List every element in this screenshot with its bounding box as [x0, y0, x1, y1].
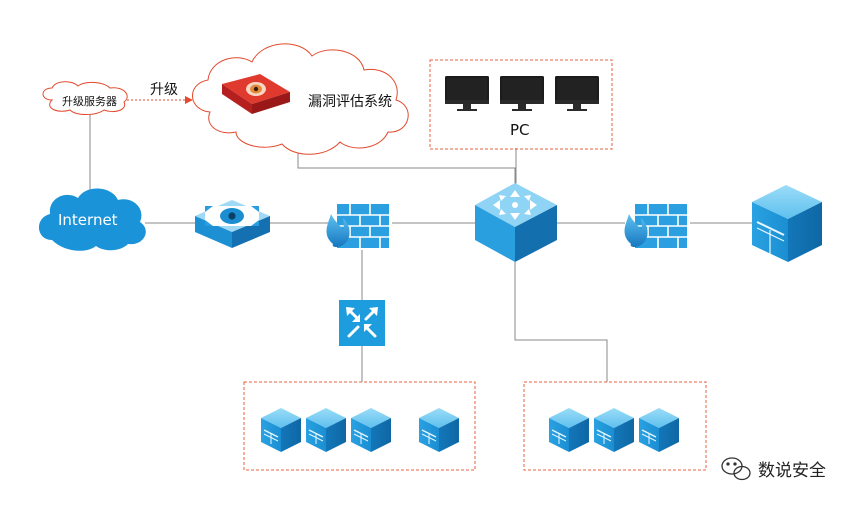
server-group-2-box [523, 381, 707, 471]
upgrade-arrow-head-icon [185, 96, 193, 104]
upgrade-server-label: 升级服务器 [62, 95, 117, 108]
vuln-system-label: 漏洞评估系统 [308, 94, 392, 110]
connection-lines [89, 108, 752, 382]
internet-label: Internet [58, 211, 118, 229]
pc-monitors [445, 76, 599, 111]
router-icon [339, 300, 385, 346]
server-cube-icon [593, 407, 635, 453]
server-cube-icon [260, 407, 302, 453]
firewall-icon [326, 203, 390, 249]
server-group-1-box [243, 381, 476, 471]
server-group-2 [548, 407, 680, 453]
link-vuln-switch [297, 142, 516, 190]
pc-label: PC [510, 121, 530, 139]
server-cube-icon [350, 407, 392, 453]
server-cube-icon [638, 407, 680, 453]
monitor-icon [500, 76, 544, 111]
server-cube-icon [418, 407, 460, 453]
red-appliance-icon [222, 74, 290, 114]
monitor-icon [555, 76, 599, 111]
server-cube-icon [305, 407, 347, 453]
firewall-icon [624, 203, 688, 249]
wechat-icon [721, 457, 751, 481]
vuln-system-cloud-icon [192, 43, 409, 155]
pc-group-box [429, 59, 613, 150]
upgrade-server-cloud-icon [42, 81, 128, 115]
internet-cloud-icon [38, 188, 146, 251]
watermark-text: 数说安全 [758, 461, 826, 481]
server-group-1 [260, 407, 460, 453]
link-switch-group2 [514, 262, 608, 382]
monitor-icon [445, 76, 489, 111]
server-cube-icon [752, 185, 822, 262]
core-switch-icon [475, 183, 557, 262]
upgrade-label: 升级 [150, 82, 178, 98]
eye-sensor-icon [195, 200, 270, 248]
server-cube-icon [548, 407, 590, 453]
